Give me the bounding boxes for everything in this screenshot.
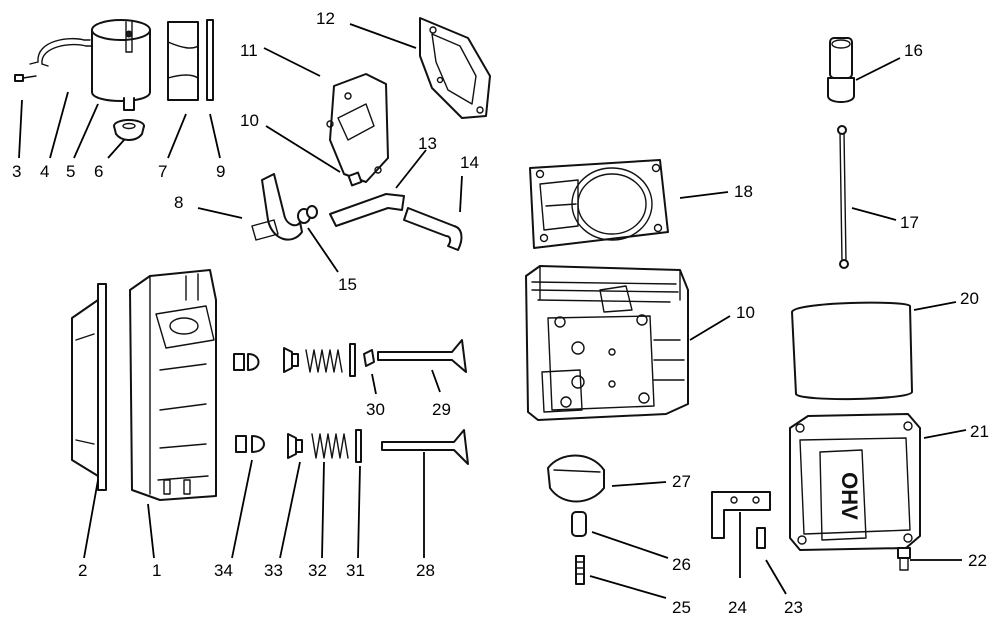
- callout-labels: 3 4 5 6 7 9 11 12 10 13 14 8 15 18 16 17…: [12, 9, 989, 617]
- part-13-tube: [329, 193, 405, 227]
- callout-18: 18: [734, 182, 753, 201]
- callout-16: 16: [904, 41, 923, 60]
- callout-17: 17: [900, 213, 919, 232]
- callout-31: 31: [346, 561, 365, 580]
- part-29-valve: [377, 339, 467, 373]
- callout-7: 7: [158, 162, 167, 181]
- part-33-retainer-upper: [283, 347, 299, 373]
- part-21-valve-cover: OHV: [789, 413, 921, 551]
- callout-4: 4: [40, 162, 49, 181]
- callout-30: 30: [366, 400, 385, 419]
- part-32-spring-lower: [311, 433, 349, 459]
- callout-5: 5: [66, 162, 75, 181]
- callout-24: 24: [728, 598, 747, 617]
- callout-12: 12: [316, 9, 335, 28]
- part-28-valve: [381, 429, 469, 465]
- part-34-keepers-upper: [233, 353, 260, 371]
- callout-1: 1: [152, 561, 161, 580]
- part-22-bolt: [897, 547, 911, 571]
- part-9-gasket-strip: [206, 19, 214, 101]
- callout-29: 29: [432, 400, 451, 419]
- callout-11: 11: [240, 41, 258, 60]
- callout-13: 13: [418, 134, 437, 153]
- callout-23: 23: [784, 598, 803, 617]
- callout-26: 26: [672, 555, 691, 574]
- part-10-screw-upper: [347, 171, 363, 187]
- callout-20: 20: [960, 289, 979, 308]
- callout-22: 22: [968, 551, 987, 570]
- callout-27: 27: [672, 472, 691, 491]
- part-4-strap: [29, 37, 93, 67]
- leader-lines: [18, 23, 967, 599]
- part-16-tappet: [827, 37, 855, 103]
- part-1-cylinder-block: [129, 269, 217, 501]
- valve-cover-logo: OHV: [837, 472, 862, 520]
- part-12-plate: [419, 17, 491, 119]
- part-3-screw: [14, 74, 37, 82]
- part-6-cap: [113, 119, 145, 141]
- callout-34: 34: [214, 561, 233, 580]
- part-34-keepers-lower: [235, 435, 265, 453]
- callout-6: 6: [94, 162, 103, 181]
- callout-14: 14: [460, 153, 479, 172]
- part-14-curved-hose: [403, 207, 463, 251]
- part-27-rocker-arm: [547, 454, 605, 503]
- callout-3: 3: [12, 162, 21, 181]
- callout-21: 21: [970, 422, 989, 441]
- part-23-screw: [756, 527, 766, 549]
- callout-33: 33: [264, 561, 283, 580]
- part-24-guide-plate: [711, 491, 771, 539]
- part-25-stud: [575, 555, 585, 585]
- part-31-seat-upper: [349, 343, 356, 377]
- part-32-spring-upper: [305, 349, 343, 373]
- callout-15: 15: [338, 275, 357, 294]
- callout-2: 2: [78, 561, 87, 580]
- callout-10-upper: 10: [240, 111, 259, 130]
- callout-8: 8: [174, 193, 183, 212]
- callout-28: 28: [416, 561, 435, 580]
- callout-32: 32: [308, 561, 327, 580]
- callout-9: 9: [216, 162, 225, 181]
- part-18-head-gasket: [529, 159, 669, 249]
- part-7-filter-element: [167, 21, 199, 101]
- part-20-cover-gasket: [791, 301, 913, 401]
- callout-25: 25: [672, 598, 691, 617]
- callout-10-lower: 10: [736, 303, 755, 322]
- part-33-retainer-lower: [287, 433, 303, 459]
- part-15-clamp: [297, 205, 318, 224]
- part-26-pivot: [571, 511, 587, 537]
- part-8-elbow-hose: [251, 173, 303, 241]
- part-5-filter-housing: [91, 19, 151, 111]
- part-17-push-rod: [837, 125, 849, 269]
- part-30-stem-seal: [363, 349, 375, 367]
- part-2-side-cover: [71, 283, 107, 491]
- part-11-breather-cover: [326, 73, 389, 183]
- part-31-seat-lower: [355, 429, 362, 463]
- part-10-cylinder-head: [525, 265, 689, 421]
